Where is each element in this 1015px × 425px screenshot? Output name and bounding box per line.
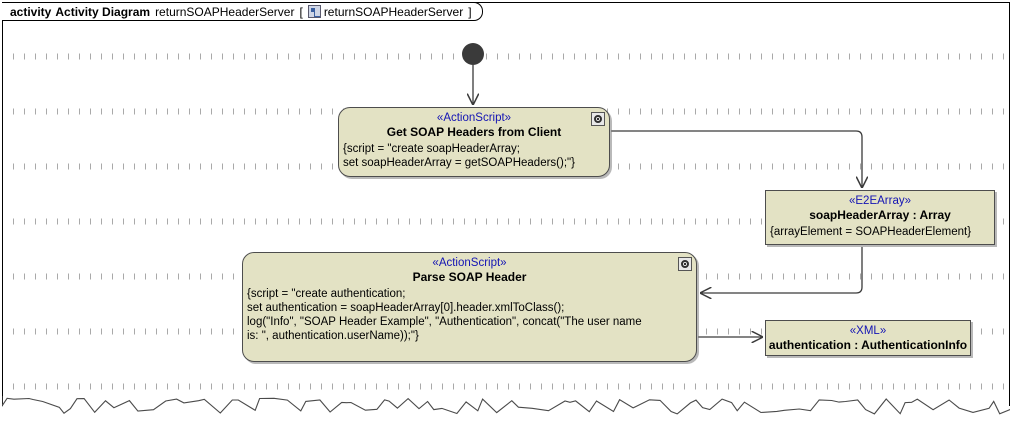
bracket-open: [ [299, 4, 303, 19]
diagram-type-label: Activity Diagram [55, 4, 151, 19]
node-body-text: {script = "create soapHeaderArray; set s… [343, 143, 575, 169]
torn-edge-svg [2, 396, 1010, 415]
action-node-parse-soap-header[interactable]: «ActionScript» Parse SOAP Header {script… [242, 252, 697, 362]
node-name-label: soapHeaderArray : Array [809, 208, 951, 222]
stereotype-label: «ActionScript» [432, 257, 507, 269]
node-body-text: {arrayElement = SOAPHeaderElement} [770, 226, 972, 238]
gear-icon [591, 112, 605, 126]
stereotype-label: «ActionScript» [436, 112, 512, 124]
diagram-name: returnSOAPHeaderServer [155, 4, 295, 19]
node-name-label: authentication : AuthenticationInfo [768, 338, 968, 352]
activity-diagram-icon [307, 5, 321, 18]
object-node-soap-header-array[interactable]: «E2EArray» soapHeaderArray : Array {arra… [765, 190, 995, 245]
gear-icon [678, 257, 692, 271]
diagram-title-tab: activity Activity Diagram returnSOAPHead… [2, 2, 483, 21]
diagram-qualified-name: returnSOAPHeaderServer [323, 4, 464, 19]
diagram-frame [2, 2, 1010, 406]
object-node-authentication-info[interactable]: «XML» authentication : AuthenticationInf… [765, 320, 971, 356]
initial-node[interactable] [462, 43, 484, 65]
bracket-close: ] [468, 4, 472, 19]
node-body-text: {script = "create authentication; set au… [247, 288, 642, 342]
action-node-get-soap-headers[interactable]: «ActionScript» Get SOAP Headers from Cli… [338, 107, 610, 177]
torn-bottom-edge [2, 394, 1010, 425]
diagram-grid-background [3, 22, 1009, 406]
node-name-label: Get SOAP Headers from Client [386, 125, 562, 139]
node-name-label: Parse SOAP Header [412, 270, 527, 284]
stereotype-label: «E2EArray» [848, 195, 911, 207]
stereotype-label: «XML» [849, 325, 887, 337]
diagram-keyword: activity [10, 4, 52, 19]
